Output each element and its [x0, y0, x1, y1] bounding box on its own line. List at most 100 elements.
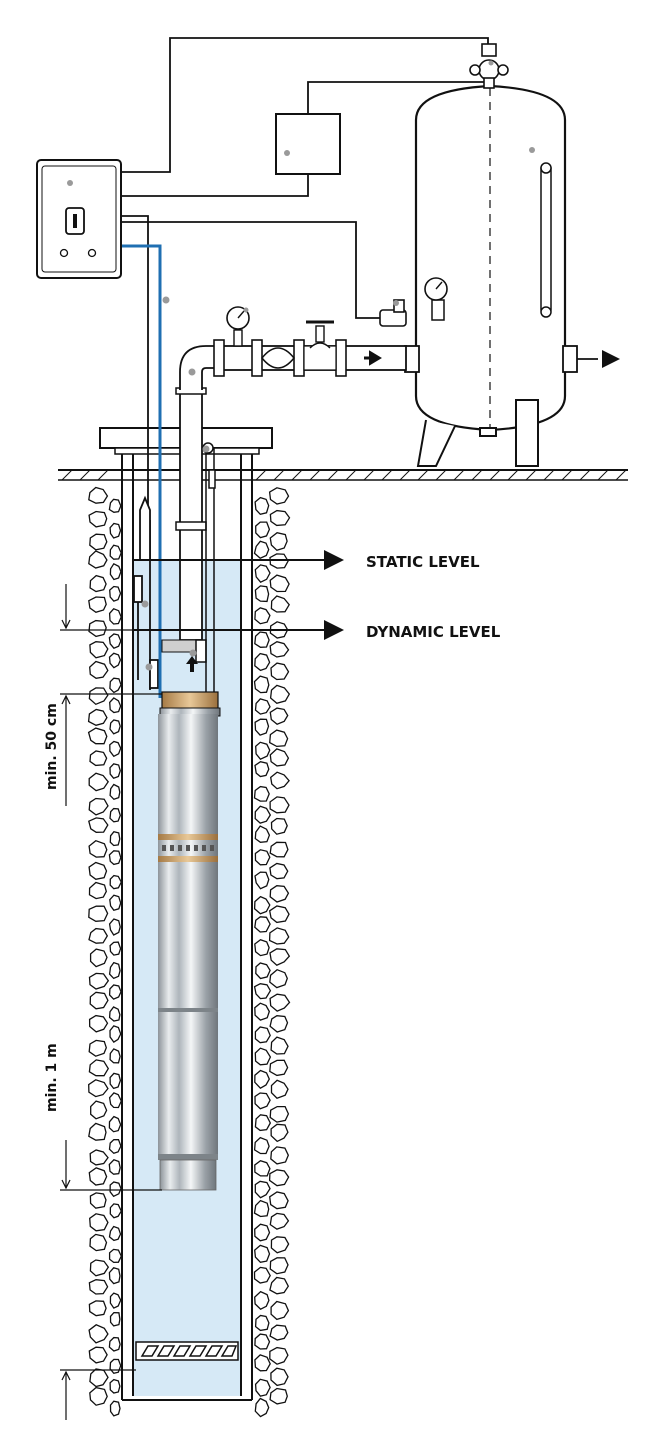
gravel-stone: [269, 885, 290, 903]
gravel-stone: [254, 1047, 272, 1066]
gravel-stone: [89, 991, 109, 1010]
gravel-stone: [87, 727, 108, 745]
gravel-stone: [255, 521, 271, 539]
pressure-tank: [404, 84, 620, 467]
gravel-stone: [88, 772, 110, 792]
static-level-label: STATIC LEVEL: [366, 553, 480, 571]
gravel-stone: [88, 817, 109, 833]
gravel-stone: [88, 839, 108, 858]
gravel-stone: [269, 531, 288, 552]
gravel-stone: [268, 487, 290, 505]
dimension-min-50cm-label: min. 50 cm: [44, 703, 60, 790]
gravel-stone: [254, 718, 270, 736]
gravel-stone: [254, 825, 271, 843]
gravel-stone: [109, 740, 122, 758]
gravel-stone: [253, 540, 270, 559]
gravel-stone: [254, 1333, 271, 1350]
gravel-stone: [109, 1048, 121, 1064]
gravel-stone: [108, 608, 122, 625]
gravel-stone: [109, 1378, 121, 1394]
gravel-stone: [268, 927, 290, 945]
gravel-stone: [254, 607, 271, 625]
gravel-stone: [89, 1368, 109, 1388]
gravel-stone: [269, 1387, 288, 1405]
gravel-stone: [254, 1378, 271, 1397]
gravel-stone: [269, 640, 290, 658]
gravel-stone: [269, 707, 289, 725]
gravel-stone: [254, 1002, 271, 1021]
gravel-stone: [108, 498, 122, 513]
gravel-stone: [108, 984, 122, 1000]
gravel-stone: [270, 817, 288, 835]
gravel-stone: [108, 1159, 121, 1175]
gravel-stone: [109, 1358, 122, 1375]
gravel-stone: [88, 797, 109, 816]
gravel-stone: [88, 905, 109, 922]
gravel-stone: [89, 574, 107, 593]
gravel-stone: [254, 871, 270, 890]
gravel-stone: [88, 927, 109, 944]
gravel-stone: [109, 1025, 122, 1043]
gravel-stone: [253, 785, 270, 802]
gravel-stone: [89, 948, 108, 968]
gravel-stone: [254, 1223, 271, 1242]
gravel-stone: [109, 544, 122, 560]
tank-top-valve: [469, 43, 509, 89]
gravel-stone: [109, 585, 122, 602]
gravel-stone: [88, 1079, 109, 1098]
gravel-stone: [109, 1400, 121, 1417]
gravel-stone: [109, 1181, 122, 1198]
gravel-stone: [88, 972, 110, 990]
gravel-stone: [254, 1069, 271, 1090]
dimension-min-50cm: [60, 584, 162, 806]
tank-pressure-gauge: [424, 277, 448, 321]
gravel-stone: [254, 1092, 271, 1110]
gravel-stone: [254, 1314, 270, 1332]
gravel-stone: [254, 1290, 270, 1310]
gravel-stone: [269, 574, 290, 593]
gravel-stone: [254, 1397, 270, 1418]
gravel-stone: [268, 1169, 290, 1187]
gravel-stone: [254, 805, 272, 824]
gravel-stone: [89, 1149, 109, 1166]
gravel-stone: [270, 1079, 289, 1099]
gravel-stone: [88, 861, 108, 880]
gravel-stone: [269, 1276, 290, 1295]
gravel-stone: [269, 684, 291, 705]
gravel-stone: [88, 1059, 110, 1077]
gravel-stone: [109, 783, 121, 801]
gravel-stone: [109, 941, 122, 956]
gravel-stone: [89, 750, 108, 767]
ground-surface: [58, 469, 628, 481]
gravel-stone: [88, 619, 107, 638]
gravel-stone: [254, 938, 270, 957]
gravel-stone: [270, 1036, 289, 1055]
gravel-stone: [270, 595, 290, 613]
gravel-stone: [254, 496, 270, 516]
gravel-stone: [108, 850, 122, 866]
gravel-stone: [109, 522, 122, 539]
gravel-stone: [89, 533, 108, 551]
tank-side-switch: [379, 299, 407, 327]
safety-rope: [202, 442, 216, 700]
pipe-pressure-gauge: [226, 306, 250, 347]
gravel-stone: [269, 1015, 289, 1033]
gravel-stone: [88, 486, 109, 504]
gravel-stone: [254, 1026, 271, 1044]
gravel-stone: [108, 1092, 123, 1109]
gravel-stone: [88, 596, 107, 614]
gravel-stone: [108, 652, 122, 669]
gravel-stone: [253, 1136, 270, 1155]
gravel-stone: [90, 1100, 108, 1120]
gravel-stone: [89, 660, 109, 679]
dimension-min-1m-label: min. 1 m: [44, 1043, 60, 1112]
gravel-stone: [268, 905, 290, 924]
tank-legs: [416, 399, 539, 467]
gravel-stone: [269, 796, 290, 814]
gravel-stone: [87, 708, 108, 726]
gravel-stone: [108, 1267, 121, 1285]
gravel-stone: [109, 1203, 123, 1219]
gravel-stone: [269, 841, 289, 858]
gravel-stone: [253, 1266, 271, 1284]
